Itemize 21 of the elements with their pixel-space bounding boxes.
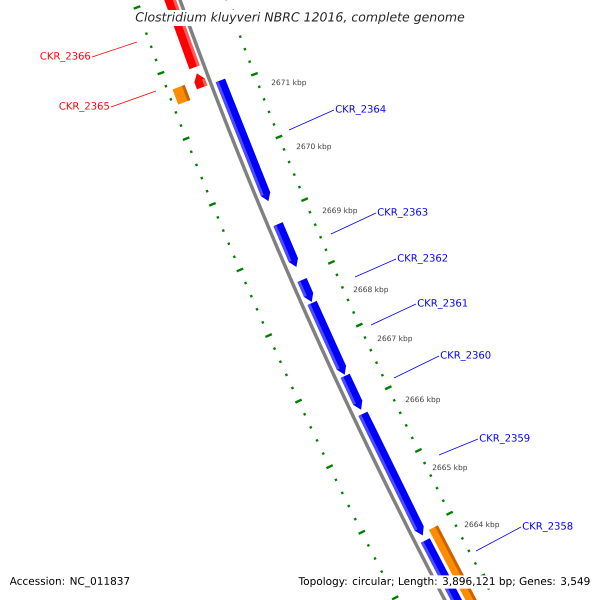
leader-line	[330, 212, 376, 234]
gene-label: CKR_2364	[336, 105, 386, 115]
leader-line	[370, 304, 416, 326]
gene-label: CKR_2359	[480, 434, 530, 444]
genome-info-text: Topology: circular; Length: 3,896,121 bp; Genes: 3,549	[297, 575, 592, 589]
accession-text: Accession: NC_011837	[8, 575, 132, 589]
leader-line	[354, 258, 396, 278]
leader-line	[476, 526, 522, 552]
gene-label: CKR_2362	[398, 254, 448, 264]
leader-line	[438, 438, 478, 456]
gene-label: CKR_2363	[378, 208, 428, 218]
leader-line	[92, 42, 138, 58]
gene-label: CKR_2365	[59, 102, 109, 112]
gene-label: CKR_2358	[522, 522, 572, 532]
leader-line	[394, 356, 440, 378]
gene-label: CKR_2360	[440, 351, 490, 361]
gene-label: CKR_2361	[418, 299, 468, 309]
leader-line	[110, 90, 156, 108]
title: Clostridium kluyveri NBRC 12016, complete genome	[133, 10, 467, 26]
gene-label: CKR_2366	[40, 52, 90, 62]
leader-line	[288, 110, 334, 130]
